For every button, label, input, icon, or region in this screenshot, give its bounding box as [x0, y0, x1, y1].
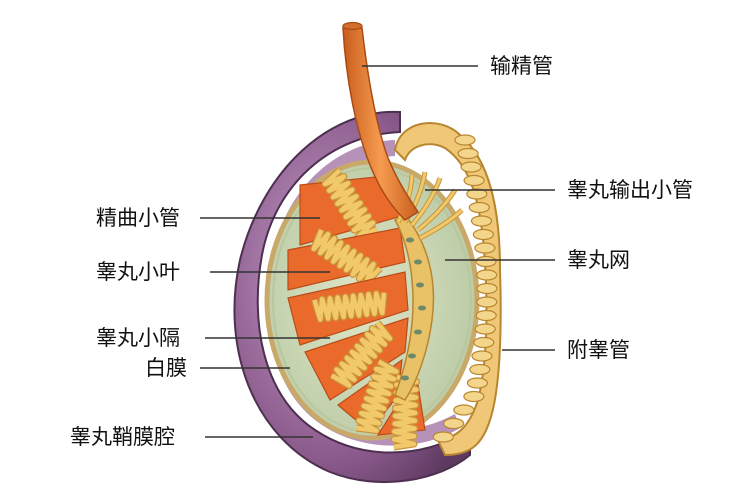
- epididymis-coil-18: [469, 363, 491, 376]
- label-epididymis: 附睾管: [567, 338, 630, 362]
- epididymis-coil-14: [475, 309, 497, 322]
- epididymis-coil-7: [470, 215, 493, 227]
- lobules: [287, 167, 426, 451]
- seminiferous-tubule-4: [330, 321, 393, 388]
- label-tunica-albuginea: 白膜: [145, 356, 187, 380]
- epididymis-coil-22: [443, 417, 465, 430]
- epididymis-coil-5: [466, 188, 488, 200]
- vas-deferens: [342, 21, 420, 221]
- epididymis-coil-8: [472, 228, 494, 241]
- epididymis-coil-13: [476, 296, 498, 308]
- seminiferous-tubule-6: [391, 374, 419, 450]
- epididymis-coil-3: [460, 161, 482, 173]
- rete-channel-2: [414, 259, 422, 265]
- epididymis-coil-6: [468, 201, 490, 214]
- rete-channel-3: [416, 282, 424, 288]
- rete-testis: [393, 214, 435, 401]
- epididymis-coil-21: [453, 404, 475, 416]
- label-rete-testis: 睾丸网: [567, 248, 630, 272]
- epididymis-coil-23: [432, 431, 454, 443]
- rete-channel-4: [418, 305, 426, 311]
- seminiferous-tubule-3: [312, 291, 387, 322]
- label-efferent-ductules: 睾丸输出小管: [567, 178, 693, 202]
- epididymis-coil-9: [474, 242, 496, 254]
- epididymis-coil-19: [466, 377, 488, 389]
- epididymis-coil-17: [471, 350, 493, 362]
- label-vas-deferens: 输精管: [490, 54, 553, 78]
- epididymis-coil-1: [454, 134, 476, 146]
- epididymis-coil-4: [463, 174, 485, 187]
- label-tunica-vaginalis-cavity: 睾丸鞘膜腔: [70, 425, 175, 449]
- seminiferous-tubule-5: [356, 359, 399, 433]
- seminiferous-tubule-1: [322, 168, 378, 239]
- epididymis-coil-15: [474, 323, 496, 335]
- label-septum: 睾丸小隔: [96, 326, 180, 350]
- epididymis-coil-10: [475, 255, 497, 268]
- epididymis-coil-11: [476, 269, 498, 281]
- epididymis-coil-16: [473, 336, 495, 349]
- epididymis-coil-20: [463, 390, 485, 403]
- seminiferous-tubule-2: [311, 229, 382, 286]
- epididymis-coil-12: [476, 282, 498, 295]
- rete-channel-1: [406, 237, 414, 243]
- rete-channel-6: [408, 353, 416, 359]
- leader-lines: [200, 65, 555, 438]
- rete-channel-7: [401, 375, 409, 381]
- label-lobule: 睾丸小叶: [96, 260, 180, 284]
- label-seminiferous-tubule: 精曲小管: [96, 206, 180, 230]
- epididymis-coil-2: [457, 147, 479, 160]
- rete-channel-5: [414, 329, 422, 335]
